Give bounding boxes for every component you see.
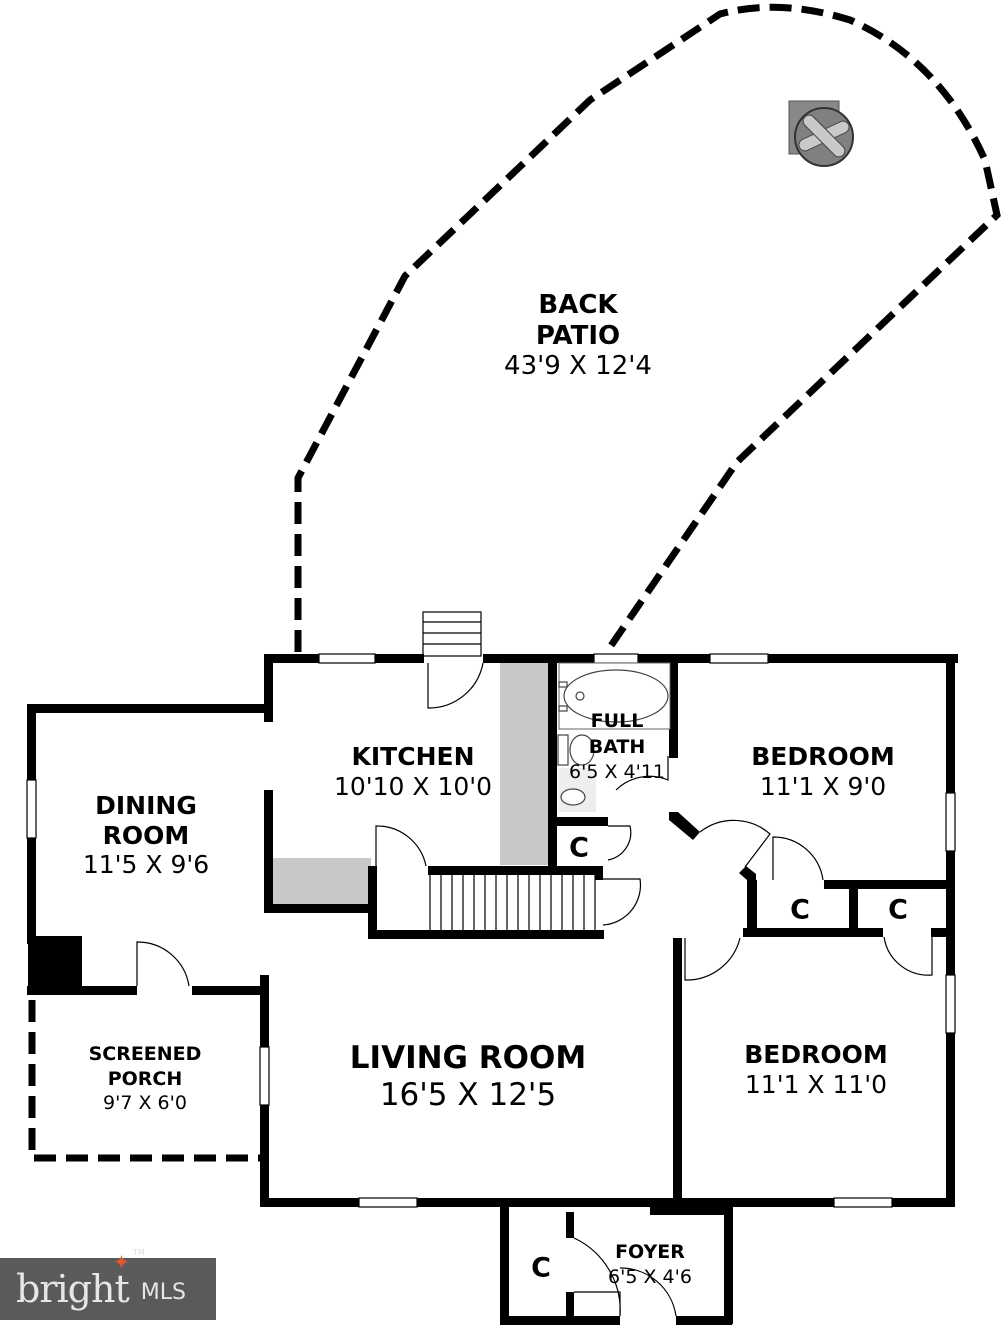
- room-name: FULL: [590, 710, 644, 732]
- back-patio-outline: [294, 3, 1001, 652]
- room-name: DINING: [95, 791, 197, 820]
- room-name: SCREENED: [88, 1043, 202, 1065]
- room-dimensions: 11'5 X 9'6: [82, 850, 210, 879]
- staircase: [429, 875, 596, 930]
- door-swings: [136, 662, 933, 1317]
- room-dimensions: 6'5 X 4'11: [569, 761, 665, 784]
- closet-label-bedroom-1: C: [790, 894, 810, 926]
- room-name: ROOM: [102, 820, 190, 850]
- bathtub-icon: [563, 669, 669, 723]
- room-label-screened-porch: SCREENED PORCH 9'7 X 6'0: [89, 1042, 202, 1116]
- logo-brand-text: bright: [16, 1267, 130, 1311]
- logo-spark-icon: ✦: [113, 1252, 130, 1274]
- sink-icon: [560, 788, 586, 806]
- room-dimensions: 11'1 X 11'0: [744, 1069, 888, 1099]
- room-name: BACK: [538, 290, 618, 320]
- room-label-living-room: LIVING ROOM 16'5 X 12'5: [350, 1040, 586, 1113]
- room-name: LIVING ROOM: [349, 1040, 587, 1076]
- room-dimensions: 43'9 X 12'4: [504, 351, 652, 382]
- screened-porch-outline: [28, 1000, 262, 1162]
- room-dimensions: 6'5 X 4'6: [608, 1265, 692, 1288]
- closet-label-foyer: C: [531, 1252, 551, 1284]
- room-name: KITCHEN: [351, 742, 475, 771]
- room-dimensions: 16'5 X 12'5: [379, 1076, 557, 1113]
- logo-trademark: TM: [133, 1248, 145, 1257]
- room-label-full-bath: FULL BATH 6'5 X 4'11: [569, 709, 665, 786]
- kitchen-counter-right: [500, 662, 548, 865]
- room-name: FOYER: [615, 1241, 685, 1263]
- room-name: BATH: [588, 735, 646, 758]
- room-dimensions: 10'10 X 10'0: [333, 771, 493, 801]
- room-name: PORCH: [107, 1067, 183, 1090]
- back-steps: [422, 611, 482, 657]
- toilet-icon: [569, 734, 595, 766]
- room-label-foyer: FOYER 6'5 X 4'6: [608, 1240, 692, 1289]
- room-label-bedroom-1: BEDROOM 11'1 X 9'0: [751, 742, 895, 801]
- room-name: BEDROOM: [744, 1040, 888, 1069]
- room-name: BEDROOM: [751, 742, 895, 771]
- kitchen-counter-bottom: [273, 858, 371, 904]
- room-label-kitchen: KITCHEN 10'10 X 10'0: [334, 742, 492, 801]
- chimney-block: [28, 936, 82, 993]
- room-name: PATIO: [535, 320, 621, 351]
- room-dimensions: 11'1 X 9'0: [759, 771, 887, 801]
- room-dimensions: 9'7 X 6'0: [103, 1092, 187, 1115]
- fire-pit-icon: [788, 100, 854, 167]
- closet-label-bath: C: [569, 832, 589, 864]
- room-label-dining-room: DINING ROOM 11'5 X 9'6: [83, 791, 209, 880]
- bathroom-fixtures: [557, 662, 671, 806]
- bright-mls-logo: bright ✦ TM MLS: [0, 1248, 216, 1320]
- room-label-back-patio: BACK PATIO 43'9 X 12'4: [504, 290, 652, 382]
- closet-label-bedroom-2: C: [888, 894, 908, 926]
- room-label-bedroom-2: BEDROOM 11'1 X 11'0: [744, 1040, 888, 1099]
- logo-mls-text: MLS: [140, 1279, 186, 1305]
